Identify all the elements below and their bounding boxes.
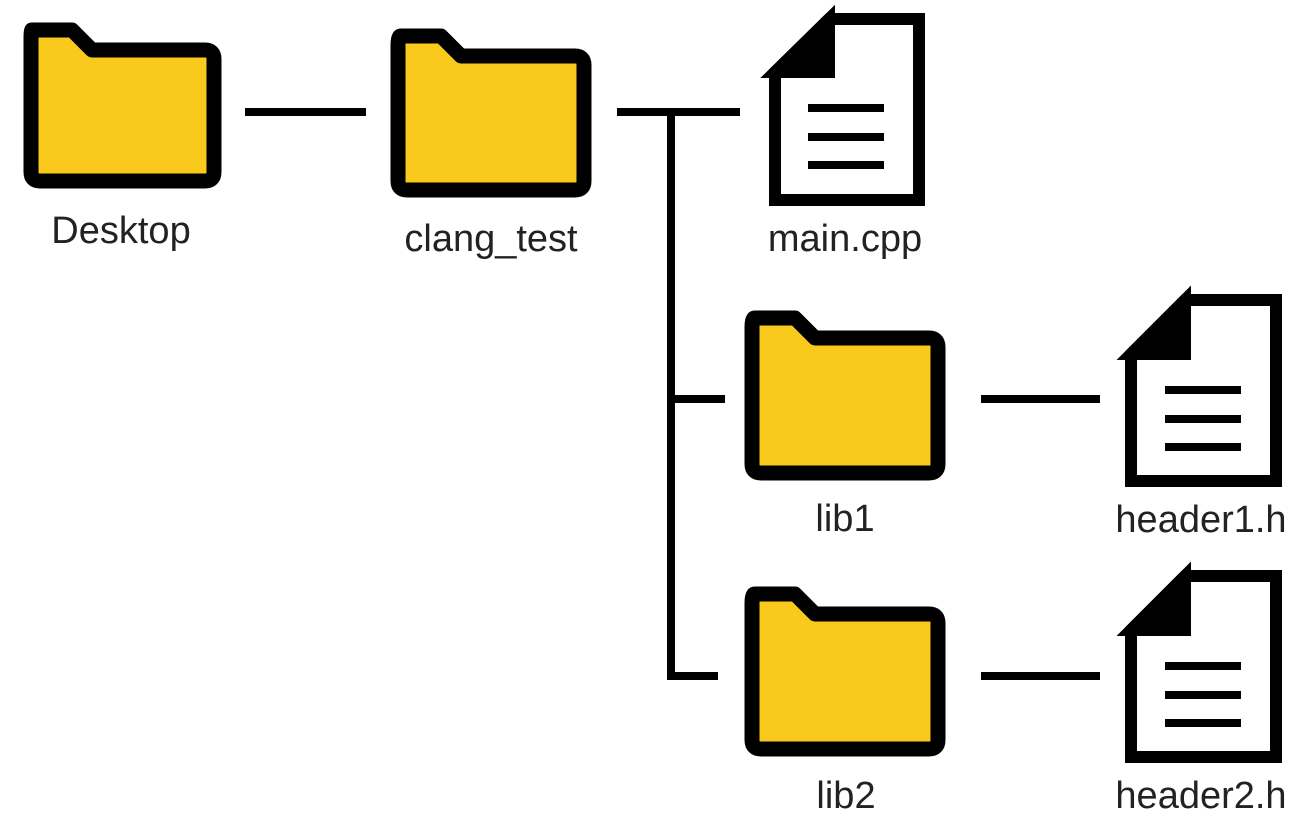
node-label: header2.h: [1115, 775, 1286, 817]
tree-node-lib2[interactable]: lib2: [744, 586, 946, 817]
tree-node-header1-h[interactable]: header1.h: [1115, 285, 1287, 541]
file-icon: [1116, 285, 1282, 487]
node-label: main.cpp: [768, 218, 922, 260]
node-label: lib2: [816, 775, 875, 817]
tree-connectors: [245, 108, 1100, 680]
folder-icon: [23, 22, 222, 189]
folder-icon: [390, 28, 592, 198]
tree-node-clang-test[interactable]: clang_test: [390, 28, 592, 260]
folder-icon: [744, 310, 946, 481]
tree-node-lib1[interactable]: lib1: [744, 310, 946, 540]
node-label: Desktop: [51, 210, 190, 252]
node-label: lib1: [815, 498, 874, 540]
tree-node-header2-h[interactable]: header2.h: [1115, 561, 1287, 817]
file-icon: [760, 4, 925, 206]
node-label: clang_test: [404, 218, 578, 260]
file-icon: [1116, 561, 1282, 763]
node-label: header1.h: [1115, 499, 1286, 541]
tree-node-main-cpp[interactable]: main.cpp: [760, 4, 925, 260]
tree-node-desktop[interactable]: Desktop: [23, 22, 222, 252]
folder-icon: [744, 586, 946, 757]
